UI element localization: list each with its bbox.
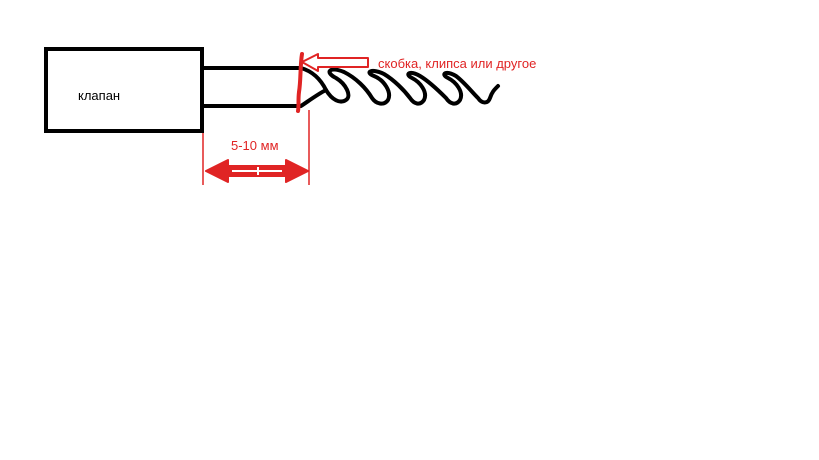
dimension-label: 5-10 мм	[231, 138, 279, 153]
hose-coil-return	[299, 88, 328, 108]
valve-label: клапан	[78, 88, 121, 103]
valve-box	[44, 47, 204, 133]
clip-pointer-arrow	[301, 53, 369, 72]
clamp-mark	[296, 52, 304, 113]
hose-coil	[299, 66, 500, 106]
clip-label: скобка, клипса или другое	[378, 56, 537, 71]
